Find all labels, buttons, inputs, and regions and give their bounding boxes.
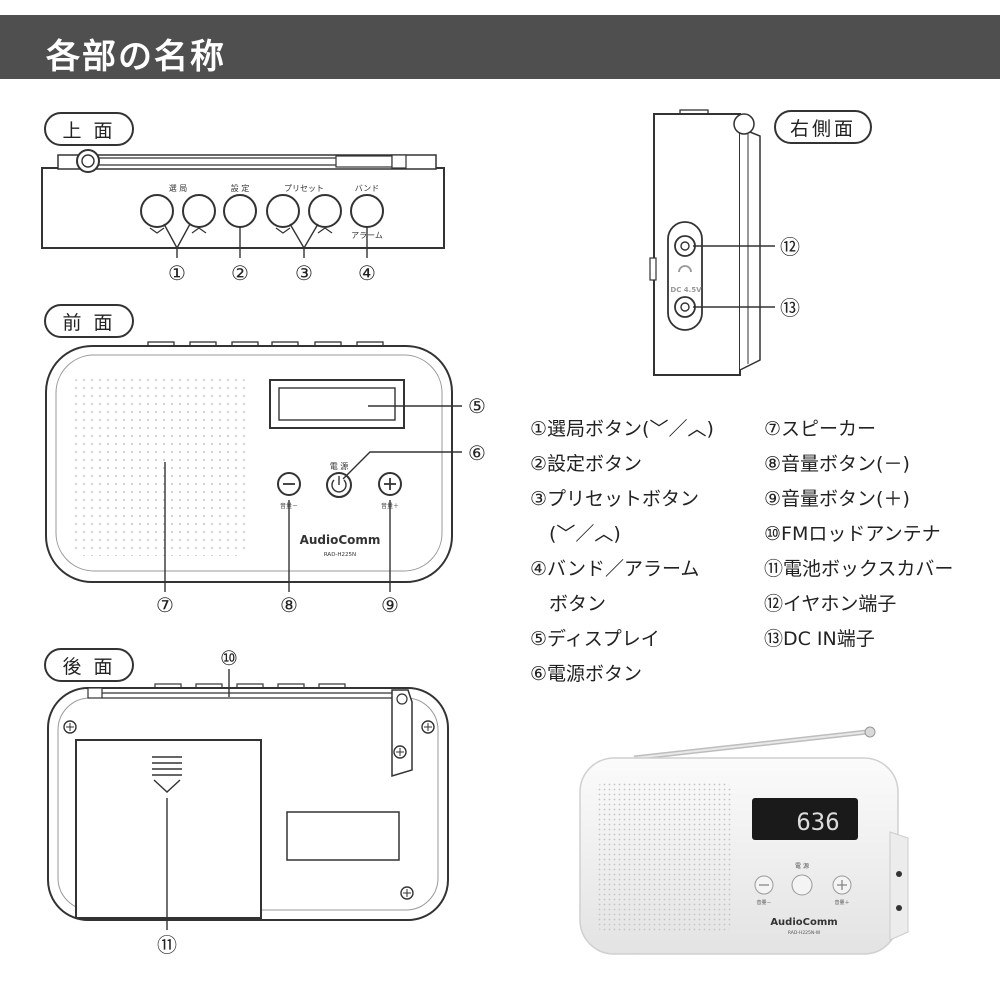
callout-3: ③ bbox=[295, 261, 313, 285]
alarm-label: アラーム bbox=[351, 231, 383, 240]
product-photo: 636 電 源 音量－ 音量＋ AudioComm RAD-H225N-W bbox=[579, 726, 909, 955]
select-label: 選 局 bbox=[169, 183, 188, 193]
photo-power-button bbox=[791, 874, 813, 896]
callout-5: ⑤ bbox=[468, 394, 486, 418]
select-down-button bbox=[140, 194, 174, 228]
callout-12: ⑫ bbox=[780, 235, 800, 259]
cover-grip-icon bbox=[152, 756, 182, 793]
front-view-tag: 前 面 bbox=[44, 304, 134, 338]
photo-display bbox=[752, 798, 858, 840]
chevron-up-icon bbox=[191, 227, 207, 234]
legend-item: ⑤ディスプレイ bbox=[530, 628, 660, 650]
legend-item: ②設定ボタン bbox=[530, 453, 643, 475]
preset-down-button bbox=[266, 194, 300, 228]
legend-item: ①選局ボタン(﹀／︿) bbox=[530, 418, 714, 440]
legend-item: (﹀／︿) bbox=[530, 523, 621, 545]
legend-item: ⑨音量ボタン(＋) bbox=[764, 488, 910, 510]
legend-item: ⑪電池ボックスカバー bbox=[764, 558, 954, 580]
photo-speaker-grille bbox=[596, 782, 732, 932]
setting-button bbox=[223, 194, 257, 228]
model-label: RAD-H225N bbox=[324, 552, 356, 558]
brand-logo: AudioComm bbox=[300, 533, 381, 547]
vol-plus-label: 音量＋ bbox=[381, 502, 399, 510]
legend-item: ⑫イヤホン端子 bbox=[764, 593, 897, 615]
legend-item: ⑧音量ボタン(－) bbox=[764, 453, 910, 475]
callout-8: ⑧ bbox=[280, 593, 298, 617]
page-title: 各部の名称 bbox=[46, 37, 226, 77]
preset-up-button bbox=[308, 194, 342, 228]
photo-model: RAD-H225N-W bbox=[788, 930, 821, 936]
back-view bbox=[47, 669, 449, 930]
right-view bbox=[649, 109, 775, 376]
chevron-down-icon bbox=[149, 227, 165, 234]
legend-item: ⑩FMロッドアンテナ bbox=[764, 523, 941, 545]
vol-minus-label: 音量－ bbox=[280, 502, 298, 510]
legend-left: ①選局ボタン(﹀／︿) ②設定ボタン ③プリセットボタン (﹀／︿) ④バンド／… bbox=[530, 412, 714, 692]
legend-item: ボタン bbox=[530, 593, 607, 615]
callout-7: ⑦ bbox=[156, 593, 174, 617]
dc-jack-label: DC 4.5V bbox=[670, 286, 702, 294]
right-view-tag: 右側面 bbox=[774, 110, 872, 144]
front-view bbox=[45, 341, 462, 592]
label-area bbox=[286, 811, 400, 861]
band-alarm-button bbox=[350, 194, 384, 228]
chevron-down-icon bbox=[275, 227, 291, 234]
band-label: バンド bbox=[355, 184, 379, 193]
callout-2: ② bbox=[231, 261, 249, 285]
legend-item: ⑥電源ボタン bbox=[530, 663, 643, 685]
screw-icon bbox=[396, 693, 408, 705]
photo-vol-minus: 音量－ bbox=[756, 899, 771, 906]
photo-vol-plus: 音量＋ bbox=[834, 899, 849, 906]
header-bar: 各部の名称 bbox=[0, 15, 1000, 79]
chevron-up-icon bbox=[317, 227, 333, 234]
legend-item: ③プリセットボタン bbox=[530, 488, 700, 510]
photo-brand: AudioComm bbox=[770, 917, 837, 928]
callout-1: ① bbox=[168, 261, 186, 285]
back-view-tag: 後 面 bbox=[44, 648, 134, 682]
power-icon bbox=[331, 479, 347, 493]
headphone-icon bbox=[678, 265, 692, 273]
battery-cover bbox=[75, 739, 262, 919]
legend-item: ④バンド／アラーム bbox=[530, 558, 700, 580]
legend-item: ⑦スピーカー bbox=[764, 418, 877, 440]
photo-power-label: 電 源 bbox=[795, 862, 809, 870]
callout-4: ④ bbox=[358, 261, 376, 285]
callout-10: ⑩ bbox=[220, 646, 238, 670]
callout-13: ⑬ bbox=[780, 296, 800, 320]
callout-6: ⑥ bbox=[468, 441, 486, 465]
top-view bbox=[41, 149, 445, 258]
callout-11: ⑪ bbox=[157, 933, 177, 957]
preset-label: プリセット bbox=[284, 184, 324, 193]
photo-display-value: 636 bbox=[796, 808, 839, 836]
legend-right: ⑦スピーカー ⑧音量ボタン(－) ⑨音量ボタン(＋) ⑩FMロッドアンテナ ⑪電… bbox=[764, 412, 953, 657]
select-up-button bbox=[182, 194, 216, 228]
callout-9: ⑨ bbox=[381, 593, 399, 617]
top-view-tag: 上 面 bbox=[44, 112, 134, 146]
antenna-tip-icon bbox=[733, 113, 755, 135]
setting-label: 設 定 bbox=[231, 183, 250, 193]
power-label: 電 源 bbox=[330, 462, 349, 471]
legend-item: ⑬DC IN端子 bbox=[764, 628, 875, 650]
